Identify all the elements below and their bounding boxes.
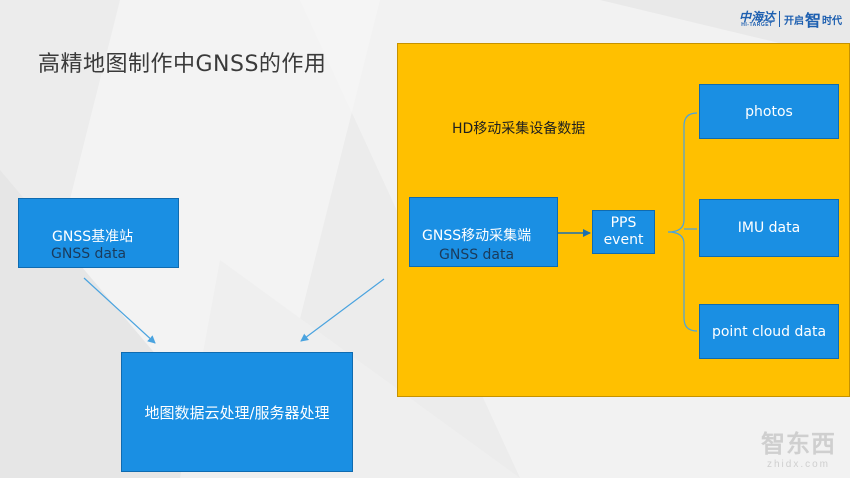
imu-data-box: IMU data bbox=[699, 199, 839, 257]
logo-slogan: 开启 智 时代 bbox=[784, 7, 842, 31]
arrow-base-to-cloud bbox=[83, 277, 156, 344]
pps-event-box: PPS event bbox=[592, 210, 655, 254]
page-title: 高精地图制作中GNSS的作用 bbox=[38, 52, 327, 77]
mobile-title: GNSS移动采集端 bbox=[422, 228, 532, 244]
mobile-subtitle: GNSS data bbox=[439, 247, 515, 263]
watermark-en: zhidx.com bbox=[766, 459, 830, 470]
logo-mark: 中海达 HI-TARGET bbox=[739, 11, 775, 28]
watermark: 智东西 zhidx.com bbox=[761, 424, 836, 470]
photos-label: photos bbox=[745, 103, 793, 120]
event-label: event bbox=[603, 232, 644, 248]
base-station-subtitle: GNSS data bbox=[51, 246, 127, 262]
cloud-processing-label: 地图数据云处理/服务器处理 bbox=[144, 403, 330, 422]
arrow-mobile-to-cloud bbox=[300, 278, 385, 342]
pps-label: PPS bbox=[610, 214, 637, 231]
imu-label: IMU data bbox=[737, 220, 801, 236]
slogan-pre: 开启 bbox=[783, 15, 804, 27]
watermark-cn: 智东西 bbox=[761, 431, 836, 458]
logo-divider bbox=[778, 11, 780, 27]
panel-label: HD移动采集设备数据 bbox=[452, 121, 586, 137]
slogan-big: 智 bbox=[804, 13, 821, 30]
brand-logo: 中海达 HI-TARGET 开启 智 时代 bbox=[739, 6, 842, 32]
base-station-title: GNSS基准站 bbox=[52, 229, 134, 245]
cloud-processing-box: 地图数据云处理/服务器处理 bbox=[121, 352, 353, 472]
gnss-base-station-box: GNSS基准站 GNSS data bbox=[18, 198, 179, 268]
point-cloud-label: point cloud data bbox=[711, 323, 827, 340]
point-cloud-box: point cloud data bbox=[699, 304, 839, 359]
logo-brand-en: HI-TARGET bbox=[741, 21, 773, 28]
photos-box: photos bbox=[699, 84, 839, 139]
logo-brand-cn: 中海达 bbox=[738, 9, 775, 24]
slogan-post: 时代 bbox=[822, 15, 842, 27]
bracket-to-sensors bbox=[667, 112, 698, 332]
gnss-mobile-box: GNSS移动采集端 GNSS data bbox=[409, 197, 558, 267]
